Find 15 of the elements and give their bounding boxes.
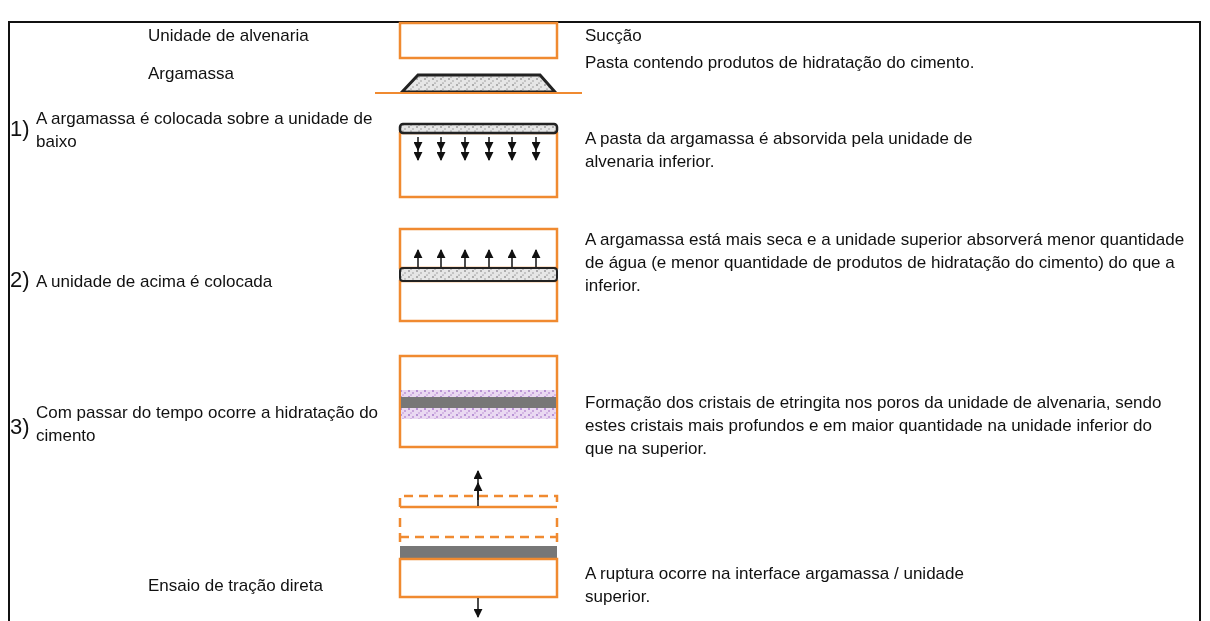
step-text: A unidade de acima é colocada xyxy=(36,271,274,293)
caption-text: Unidade de alvenaria xyxy=(148,25,310,47)
caption-text: Ensaio de tração direta xyxy=(148,575,324,597)
description-text: A ruptura ocorre na interface argamassa / unidade superior. xyxy=(585,563,965,608)
description-text: Pasta contendo produtos de hidratação do cimento. xyxy=(585,52,976,74)
step-text: Com passar do tempo ocorre a hidratação do cimento xyxy=(36,402,380,447)
step-number: 1) xyxy=(10,117,31,140)
step-number: 3) xyxy=(10,415,31,438)
description-text: Formação dos cristais de etringita nos poros da unidade de alvenaria, sendo estes cristais mais profundos e em maior quantidade na unidade inferior do que na superior. xyxy=(585,392,1163,460)
description-text: A argamassa está mais seca e a unidade superior absorverá menor quantidade de água (e menor quantidade de produtos de hidratação do cimento) do que a inferior. xyxy=(585,229,1185,297)
step-text: A argamassa é colocada sobre a unidade de baixo xyxy=(36,108,374,153)
step-number: 2) xyxy=(10,268,31,291)
description-text: A pasta da argamassa é absorvida pela unidade de alvenaria inferior. xyxy=(585,128,974,173)
caption-text: Argamassa xyxy=(148,63,235,85)
caption-text: Sucção xyxy=(585,25,643,47)
